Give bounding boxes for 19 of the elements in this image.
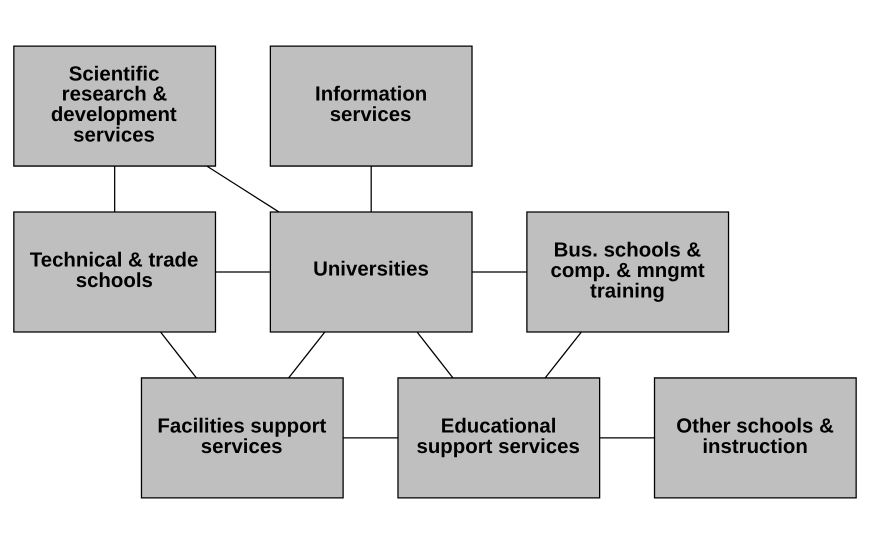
connector (160, 331, 197, 378)
connector (600, 436, 654, 438)
node-box: Information services (270, 44, 473, 166)
connector (216, 270, 270, 272)
connector (472, 270, 526, 272)
connector (544, 331, 582, 378)
connector (416, 331, 454, 378)
node-box: Educational support services (397, 376, 600, 498)
connector (206, 165, 280, 212)
node-box: Technical & trade schools (13, 210, 216, 332)
connector (288, 331, 326, 378)
connector (114, 166, 116, 212)
connector (370, 166, 372, 212)
node-box: Facilities support services (140, 376, 344, 498)
node-box: Bus. schools & comp. & mngmt training (526, 210, 730, 332)
node-box: Other schools & instruction (654, 376, 857, 498)
node-box: Universities (270, 210, 473, 332)
connector (344, 436, 398, 438)
node-box: Scientific research & development services (13, 44, 216, 166)
